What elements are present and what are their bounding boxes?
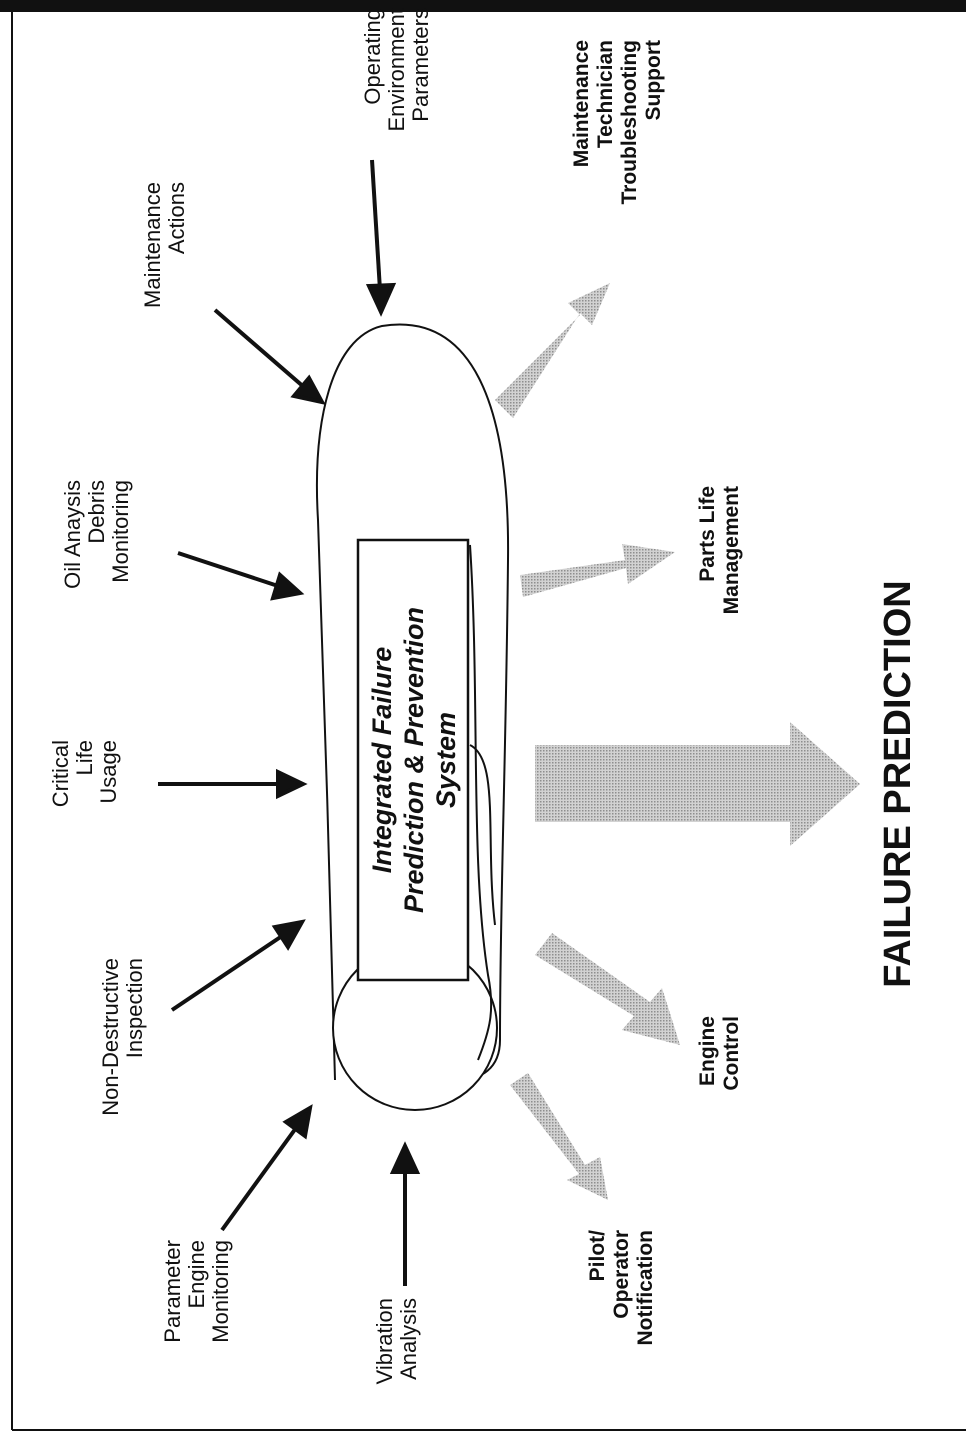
capsule-outline bbox=[315, 323, 510, 1083]
label-parts-1: Parts Life bbox=[696, 486, 719, 582]
label-critical-1: Critical bbox=[48, 740, 73, 807]
inner-fold-line bbox=[469, 544, 493, 1061]
output-arrows bbox=[495, 283, 860, 1200]
inner-fold-line-2 bbox=[469, 744, 496, 926]
label-engine-1: Engine bbox=[696, 1016, 719, 1086]
arrow-oil bbox=[177, 551, 279, 588]
arrow-operating bbox=[370, 159, 382, 291]
top-border bbox=[0, 0, 966, 12]
output-arrow-parts bbox=[520, 544, 675, 597]
output-arrow-main bbox=[535, 722, 860, 846]
label-maintenance-1: Maintenance bbox=[140, 182, 165, 308]
input-arrows bbox=[158, 159, 421, 1286]
output-arrow-maint-tech bbox=[495, 283, 610, 418]
label-maint-tech-3: Troubleshooting bbox=[618, 40, 641, 204]
label-critical-2: Life bbox=[72, 740, 97, 775]
failure-prediction-label: FAILURE PREDICTION bbox=[877, 580, 919, 987]
label-pilot-2: Operator bbox=[610, 1230, 633, 1319]
label-ndi-1: Non-Destructive bbox=[98, 958, 123, 1116]
label-maint-tech-4: Support bbox=[642, 40, 665, 120]
label-parts-2: Management bbox=[720, 486, 743, 614]
label-vibration-2: Analysis bbox=[396, 1298, 421, 1380]
label-oil-2: Debris bbox=[84, 480, 109, 544]
arrow-parameter bbox=[220, 1126, 298, 1232]
label-engine-2: Control bbox=[720, 1016, 743, 1091]
core-line-2: Prediction & Prevention bbox=[399, 607, 429, 913]
label-critical-3: Usage bbox=[96, 740, 121, 804]
label-parameter-2: Engine bbox=[184, 1240, 209, 1309]
label-parameter-3: Monitoring bbox=[208, 1240, 233, 1343]
label-maintenance-2: Actions bbox=[164, 182, 189, 254]
label-parameter-1: Parameter bbox=[160, 1240, 185, 1343]
label-operating-2: Environment bbox=[384, 8, 409, 132]
arrow-maintenance bbox=[213, 308, 307, 390]
label-pilot-1: Pilot/ bbox=[586, 1230, 609, 1281]
output-arrow-engine bbox=[535, 933, 680, 1045]
label-maint-tech-1: Maintenance bbox=[570, 40, 593, 167]
label-operating-1: Operating bbox=[360, 8, 385, 105]
label-maint-tech-2: Technician bbox=[594, 40, 617, 148]
core-line-3: System bbox=[431, 712, 461, 808]
label-vibration-1: Vibration bbox=[372, 1298, 397, 1384]
label-ndi-2: Inspection bbox=[122, 958, 147, 1058]
label-oil-3: Monitoring bbox=[108, 480, 133, 583]
label-oil-1: Oil Anaysis bbox=[60, 480, 85, 589]
core-line-1: Integrated Failure bbox=[367, 647, 397, 874]
core-system-box bbox=[356, 538, 470, 982]
arrow-ndi bbox=[170, 934, 284, 1012]
label-pilot-3: Notification bbox=[634, 1230, 657, 1346]
output-arrow-pilot bbox=[510, 1073, 608, 1200]
label-operating-3: Parameters bbox=[408, 8, 433, 122]
